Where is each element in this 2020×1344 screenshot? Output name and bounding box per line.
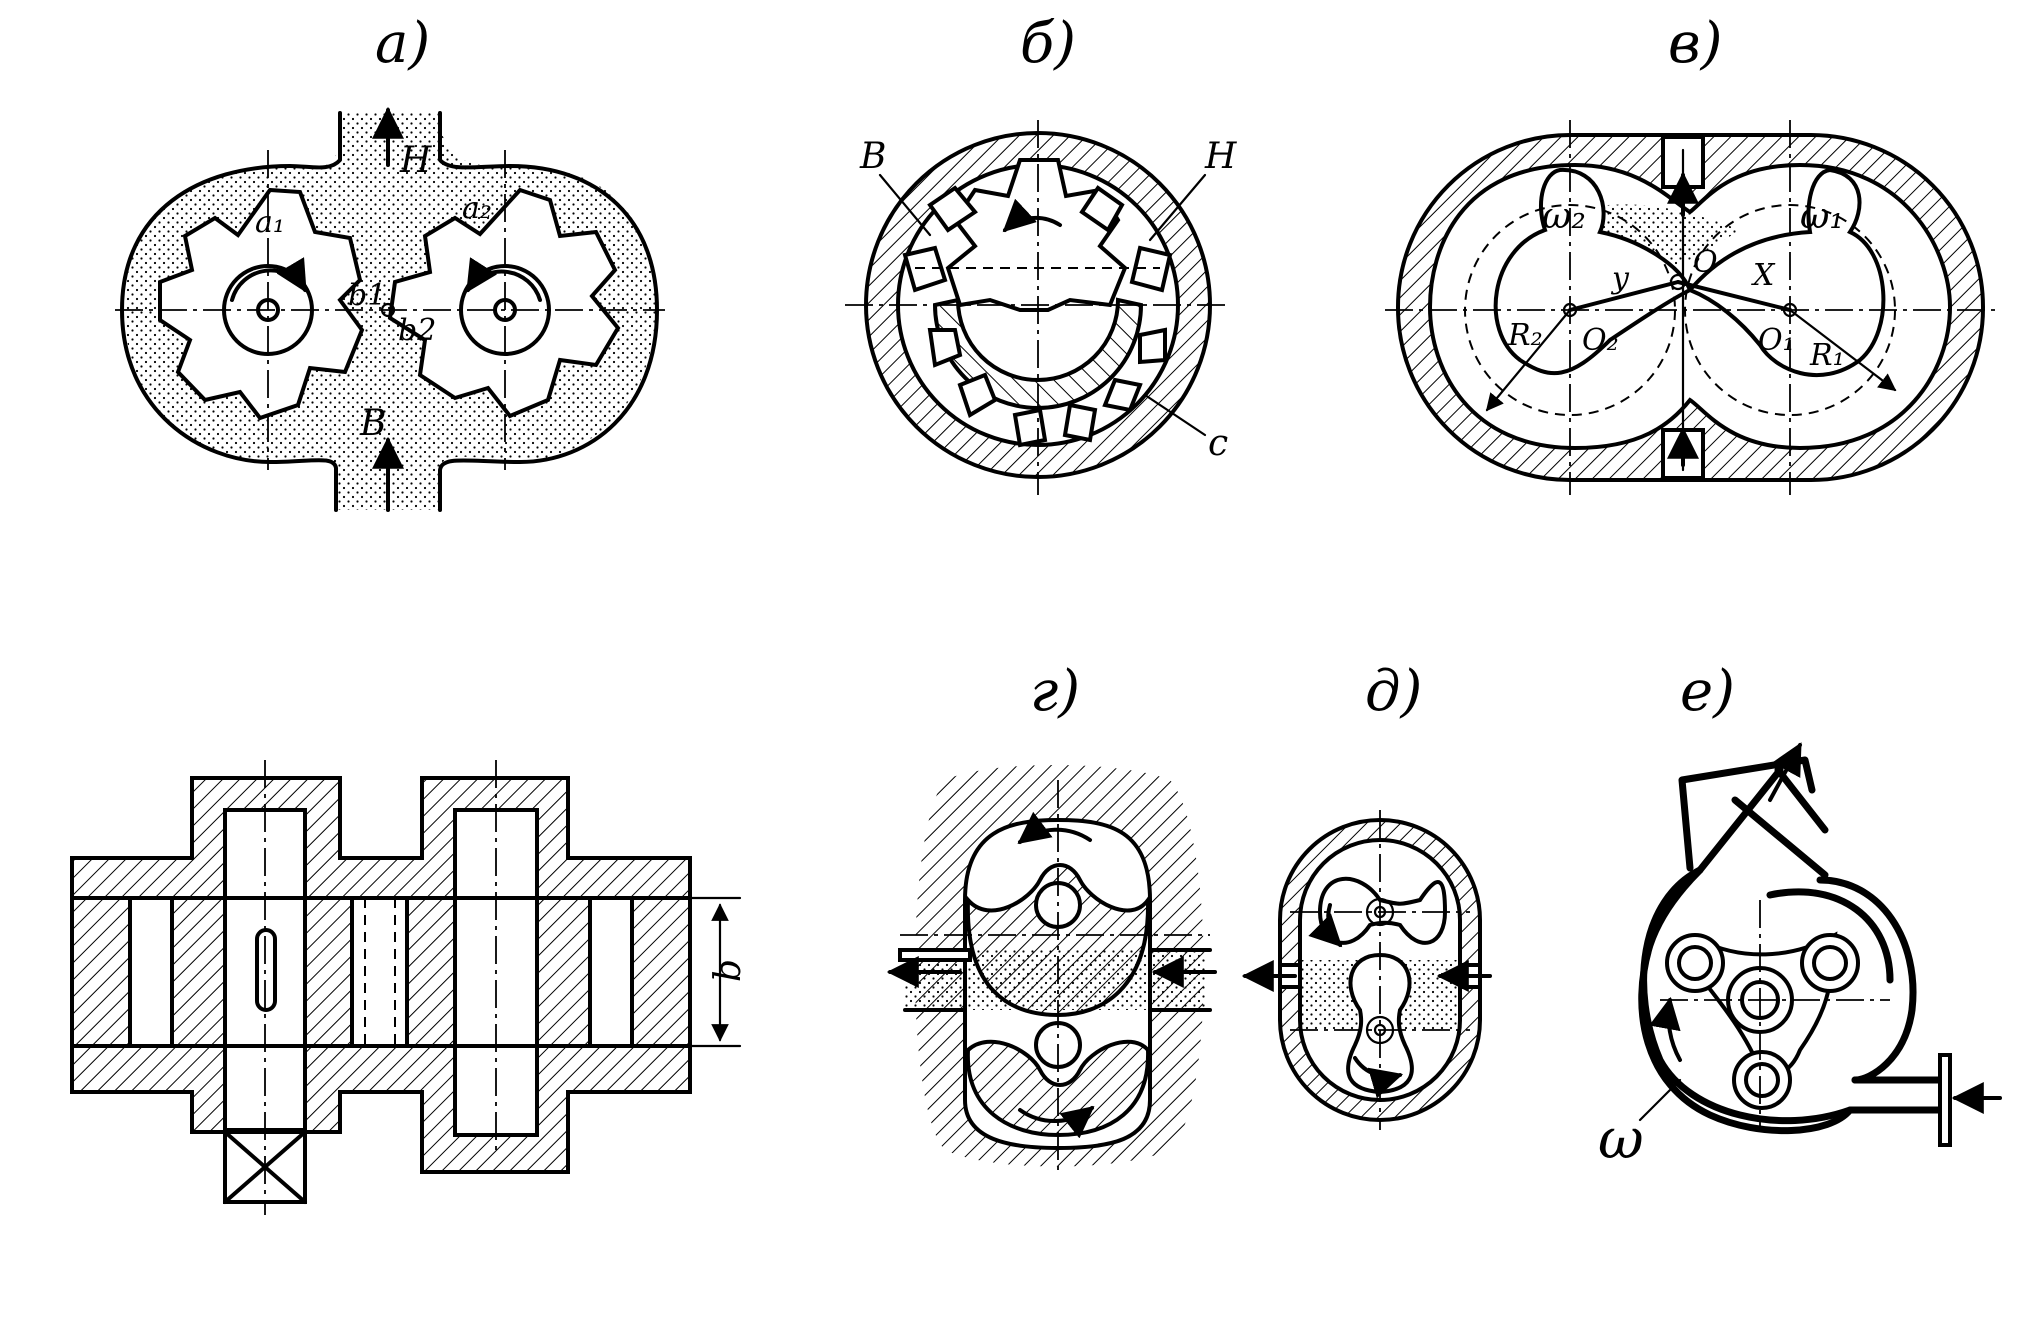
panel-v-oval-casing-pump: в) ω₂ ω₁ y O X R₂ O₂ O₁ R₁ <box>1385 11 1995 495</box>
panel-g-letter: г) <box>1030 659 1080 724</box>
panel-a-label-B: B <box>359 403 386 444</box>
panel-v-right-rotor <box>1686 167 1886 377</box>
panel-d-two-lobe-pump: д) <box>1241 659 1492 1130</box>
panel-v-label-O1: O₁ <box>1758 323 1795 358</box>
panel-v-label-O2: O₂ <box>1582 323 1619 358</box>
panel-a-letter: а) <box>375 11 430 76</box>
panel-v-letter: в) <box>1668 11 1722 76</box>
panel-v-label-R1: R₁ <box>1809 338 1845 373</box>
panel-a-label-b2: b2 <box>398 313 436 348</box>
panel-d-letter: д) <box>1365 659 1422 724</box>
panel-v-label-O: O <box>1693 245 1718 280</box>
panel-a-label-b1: b1 <box>348 278 386 313</box>
panel-e-roller-pump: е) ω <box>1598 659 2002 1172</box>
panel-b-label-c: c <box>1208 423 1228 464</box>
panel-g-top-rotor <box>965 863 1151 1018</box>
panel-g-lobe-pump: г) <box>886 659 1217 1170</box>
panel-v-label-X: X <box>1751 258 1776 293</box>
panel-v-left-rotor <box>1493 167 1693 375</box>
panel-a-label-a1: a₁ <box>255 205 285 240</box>
panel-e-letter: е) <box>1680 659 1735 724</box>
section-label-b: b <box>708 959 749 982</box>
panel-a-external-gear-pump: а) H B a₁ a₂ b1 b2 <box>115 11 665 512</box>
panel-e-label-w: ω <box>1598 1107 1644 1172</box>
panel-v-label-w2: ω₂ <box>1542 196 1586 237</box>
panel-v-label-w1: ω₁ <box>1800 196 1844 237</box>
panel-b-label-H: H <box>1204 136 1237 177</box>
panel-b-letter: б) <box>1020 11 1076 76</box>
panel-v-label-y: y <box>1610 261 1630 296</box>
gear-pump-section-view: b <box>70 760 749 1215</box>
panel-a-label-H: H <box>399 140 432 181</box>
panel-b-internal-gear-pump: б) B H c <box>845 11 1237 495</box>
panel-v-label-R2: R₂ <box>1507 318 1543 353</box>
panel-a-right-gear <box>387 187 621 419</box>
panel-a-label-a2: a₂ <box>462 191 492 226</box>
panel-b-label-B: B <box>859 136 886 177</box>
